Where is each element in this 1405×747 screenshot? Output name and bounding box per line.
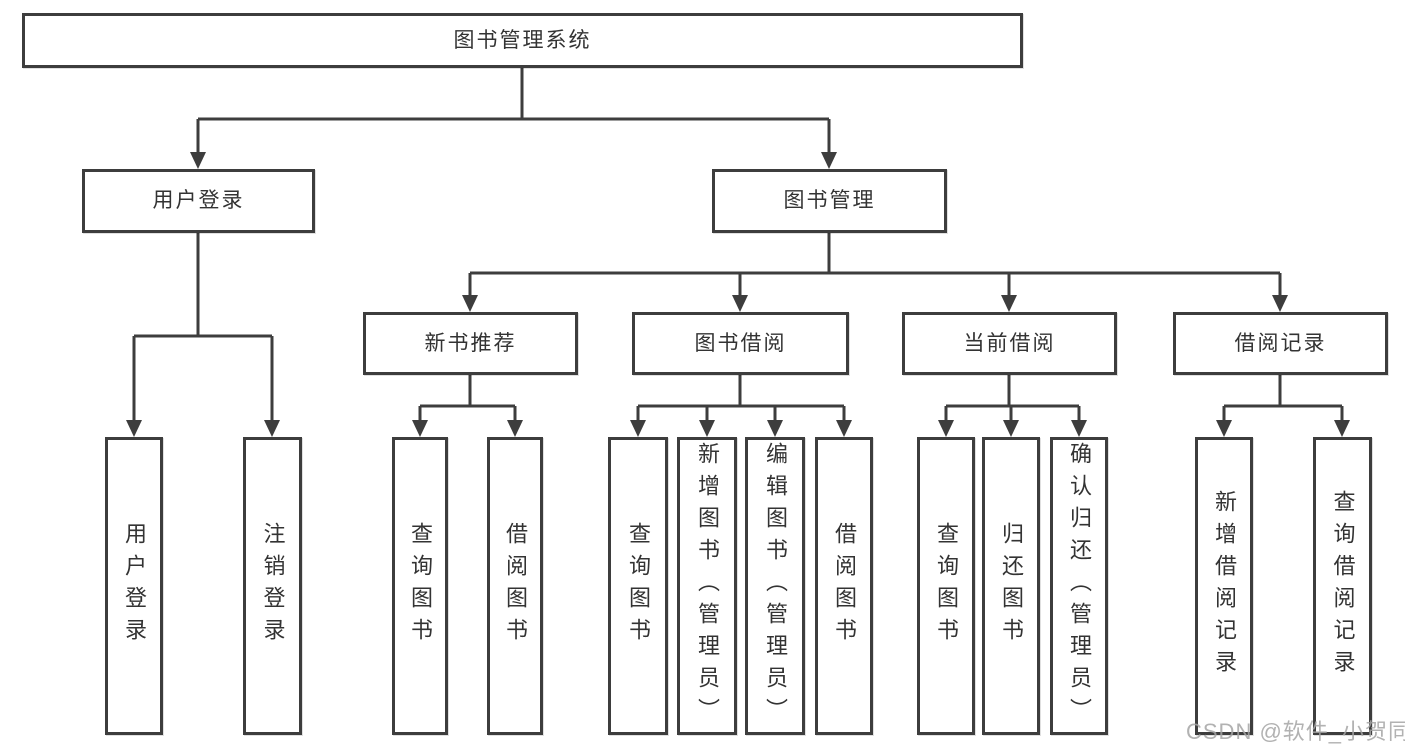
leaf-edit-book-admin: 编辑图书（管理员）	[745, 437, 805, 735]
node-label: 图书管理	[783, 189, 876, 213]
node-label: 新增图书（管理员）	[695, 442, 720, 730]
node-label: 用户登录	[122, 522, 147, 650]
node-label: 注销登录	[260, 522, 286, 650]
node-label: 编辑图书（管理员）	[763, 442, 788, 730]
node-user-login: 用户登录	[82, 169, 315, 233]
leaf-query-borrow-record: 查询借阅记录	[1313, 437, 1372, 735]
node-label: 归还图书	[999, 522, 1024, 650]
node-label: 当前借阅	[963, 331, 1056, 355]
node-label: 用户登录	[152, 189, 245, 213]
node-label: 新书推荐	[424, 331, 517, 355]
csdn-watermark: CSDN @软件_小贺同学	[1186, 719, 1405, 744]
leaf-query-books: 查询图书	[392, 437, 448, 735]
node-label: 查询图书	[408, 522, 433, 650]
node-label: 借阅图书	[503, 522, 528, 650]
node-label: 查询借阅记录	[1330, 490, 1356, 682]
leaf-add-book-admin: 新增图书（管理员）	[677, 437, 737, 735]
node-new-book-recommend: 新书推荐	[363, 312, 578, 375]
node-label: 图书借阅	[694, 331, 787, 355]
node-book-borrowing: 图书借阅	[632, 312, 849, 375]
leaf-return-books: 归还图书	[982, 437, 1040, 735]
node-label: 图书管理系统	[453, 28, 592, 52]
leaf-user-login: 用户登录	[105, 437, 163, 735]
node-label: 查询图书	[626, 522, 651, 650]
node-label: 确认归还（管理员）	[1067, 442, 1092, 730]
leaf-add-borrow-record: 新增借阅记录	[1195, 437, 1253, 735]
node-label: 借阅记录	[1234, 331, 1327, 355]
node-library-system: 图书管理系统	[22, 13, 1023, 68]
leaf-borrow-books: 借阅图书	[487, 437, 543, 735]
node-label: 查询图书	[934, 522, 959, 650]
leaf-query-books: 查询图书	[608, 437, 668, 735]
node-label: 新增借阅记录	[1212, 490, 1237, 682]
node-label: 借阅图书	[832, 522, 857, 650]
leaf-logout: 注销登录	[243, 437, 302, 735]
leaf-query-books: 查询图书	[917, 437, 975, 735]
node-current-borrowing: 当前借阅	[902, 312, 1117, 375]
leaf-confirm-return-admin: 确认归还（管理员）	[1050, 437, 1108, 735]
leaf-borrow-books: 借阅图书	[815, 437, 873, 735]
node-book-management: 图书管理	[712, 169, 947, 233]
node-borrowing-records: 借阅记录	[1173, 312, 1388, 375]
